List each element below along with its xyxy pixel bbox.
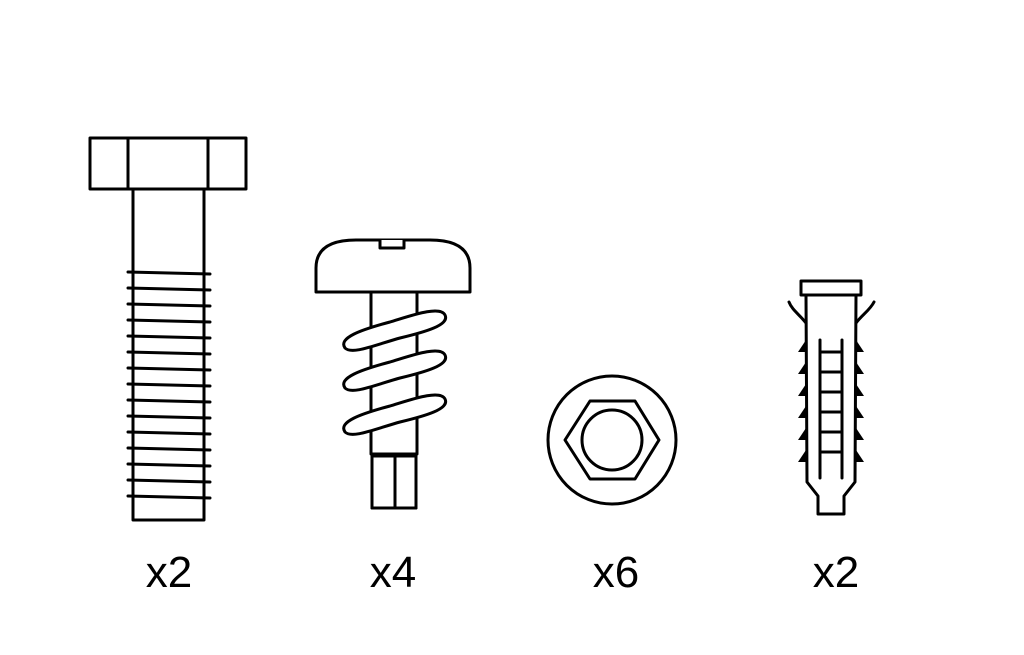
bolt-thread-line bbox=[126, 382, 212, 388]
plug-barb-right bbox=[856, 340, 864, 352]
plug-barb-left bbox=[798, 406, 806, 418]
quantity-label-bolt: x2 bbox=[145, 548, 193, 597]
bolt-thread-line bbox=[126, 494, 212, 500]
plug-barb-left bbox=[798, 450, 806, 462]
bolt-thread-line bbox=[126, 366, 212, 372]
plug-barb-left bbox=[798, 362, 806, 374]
bolt-thread-line bbox=[126, 270, 212, 276]
bolt-thread-line bbox=[126, 462, 212, 468]
quantity-label-wall-plug: x2 bbox=[812, 548, 860, 597]
plug-barb-right bbox=[856, 450, 864, 462]
plug-barb-left bbox=[798, 340, 806, 352]
bolt-thread-line bbox=[126, 286, 212, 292]
plug-barb-right bbox=[856, 362, 864, 374]
bolt-thread-line bbox=[126, 318, 212, 324]
quantity-label-screw: x4 bbox=[369, 548, 417, 597]
plug-barb-right bbox=[856, 406, 864, 418]
bolt-thread-line bbox=[126, 334, 212, 340]
wall-plug-icon bbox=[787, 279, 876, 516]
plug-barb-right bbox=[856, 428, 864, 440]
hex-nut-icon bbox=[546, 374, 678, 506]
plug-barb-right bbox=[856, 384, 864, 396]
bolt-thread-line bbox=[126, 430, 212, 436]
bolt-thread-line bbox=[126, 302, 212, 308]
bolt-thread-line bbox=[126, 398, 212, 404]
self-tapping-screw-icon bbox=[314, 238, 472, 510]
hex-bolt-icon bbox=[88, 136, 248, 522]
bolt-thread-line bbox=[126, 414, 212, 420]
bolt-thread-line bbox=[126, 350, 212, 356]
plug-barb-left bbox=[798, 428, 806, 440]
bolt-thread-line bbox=[126, 478, 212, 484]
bolt-thread-line bbox=[126, 446, 212, 452]
plug-barb-left bbox=[798, 384, 806, 396]
quantity-label-nut: x6 bbox=[592, 548, 640, 597]
